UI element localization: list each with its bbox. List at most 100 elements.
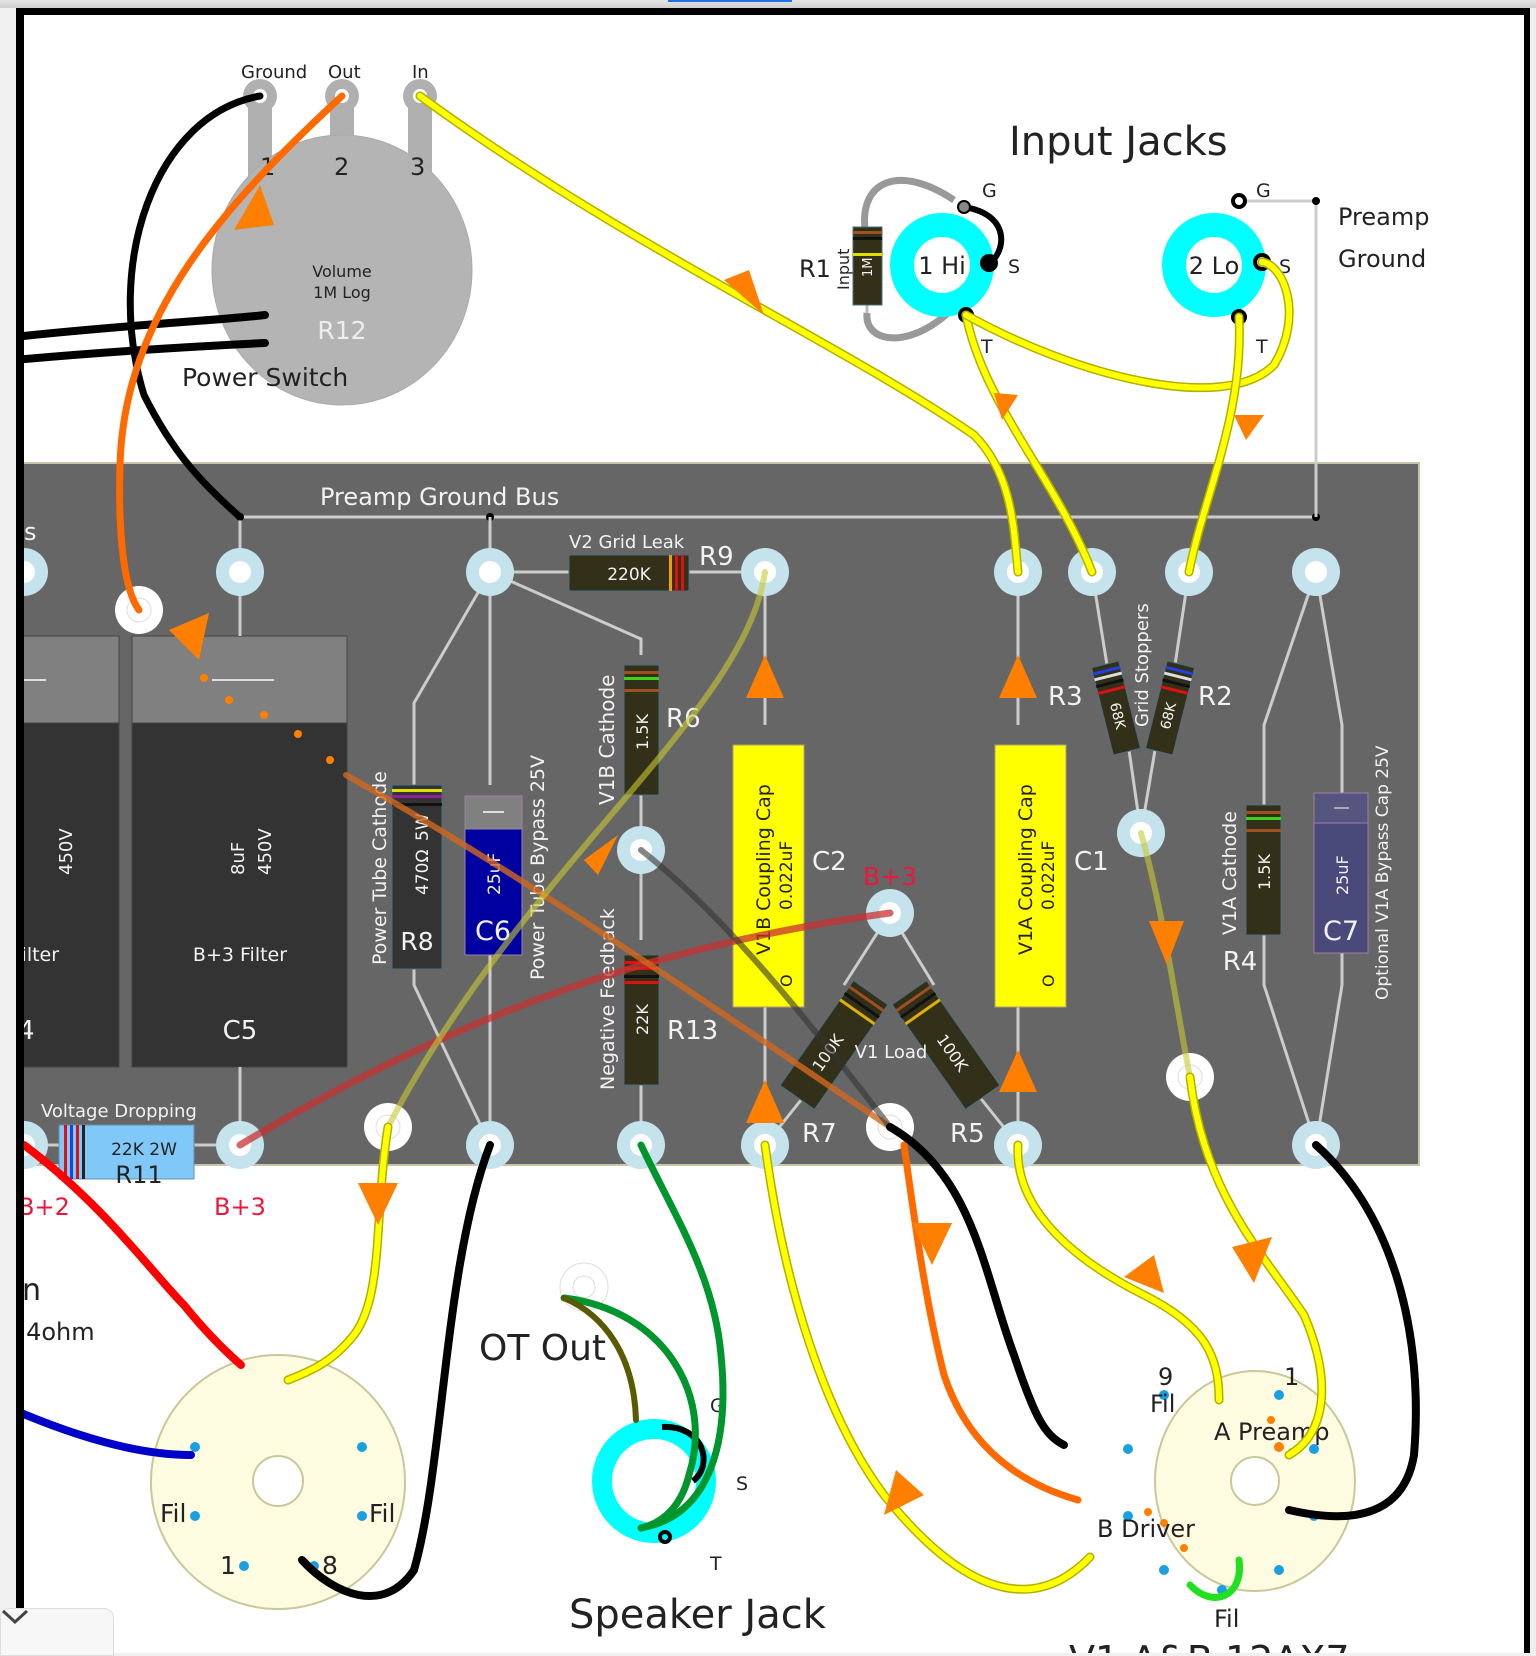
v1-load-label: V1 Load (855, 1042, 928, 1063)
svg-text:R12: R12 (317, 316, 366, 345)
arrow-icon (746, 655, 784, 698)
arrow-icon (584, 835, 618, 875)
resistor-r8: 5W 470Ω R8 Power Tube Cathode (369, 771, 443, 970)
arrow-icon (169, 613, 209, 660)
bus-label: Preamp Ground Bus (320, 483, 559, 511)
input-jacks-title: Input Jacks (1009, 119, 1228, 165)
svg-text:Filter: Filter (24, 944, 59, 966)
wire-black (24, 339, 269, 364)
svg-text:V1 A&B 12AX7: V1 A&B 12AX7 (1069, 1638, 1350, 1653)
arrow-icon (999, 655, 1037, 698)
svg-text:G: G (1256, 180, 1271, 202)
svg-text:0.022uF: 0.022uF (1039, 841, 1059, 910)
svg-text:R9: R9 (699, 542, 734, 572)
arrow-icon (1124, 1255, 1164, 1293)
svg-text:C2: C2 (812, 847, 847, 877)
svg-text:1: 1 (1284, 1363, 1299, 1391)
arrow-icon (1234, 415, 1264, 440)
svg-text:C5: C5 (223, 1016, 258, 1046)
b2-label: B+2 (24, 1193, 70, 1221)
svg-text:Fil: Fil (369, 1499, 395, 1528)
wire-black (1285, 1141, 1420, 1521)
svg-text:Optional V1A Bypass Cap 25V: Optional V1A Bypass Cap 25V (1373, 745, 1393, 1000)
wire-gnd-trace (638, 847, 893, 1130)
left-edge-label: s (24, 518, 37, 546)
svg-text:V1B Cathode: V1B Cathode (595, 675, 619, 805)
arrow-icon (358, 1183, 398, 1225)
wire-green-fil (1186, 1556, 1244, 1601)
filter-cap-c5: 8uF 450V B+3 Filter C5 (131, 635, 348, 1068)
browser-top-bar (0, 0, 1536, 8)
preamp-ground-label: Preamp (1338, 203, 1429, 231)
svg-text:T: T (1255, 336, 1268, 358)
svg-text:9: 9 (1158, 1363, 1173, 1391)
arrow-icon (994, 393, 1018, 420)
wire-red (24, 1141, 245, 1369)
input-jack-1: 1M Input R1 1 Hi G S T (799, 176, 1020, 358)
svg-text:S: S (1008, 256, 1020, 278)
scroll-down-button[interactable] (0, 1608, 114, 1656)
svg-text:G: G (982, 180, 997, 202)
svg-text:2 Lo: 2 Lo (1189, 252, 1240, 280)
wire-b3-trace (236, 909, 894, 1149)
svg-text:8uF: 8uF (228, 842, 249, 875)
wire-blue (24, 1409, 195, 1459)
coupling-cap-c1: V1A Coupling Cap 0.022uF O C1 (994, 744, 1109, 1008)
arrow-icon (1232, 1237, 1272, 1283)
wire-black (126, 92, 264, 521)
r2-ref: R2 (1198, 682, 1233, 712)
wire-grid-trace (385, 569, 768, 1130)
svg-text:450V: 450V (255, 828, 276, 875)
svg-text:Power Switch: Power Switch (182, 363, 348, 392)
layout-svg: Preamp Ground Bus s 450V Filter 4 8uF 45… (24, 62, 1429, 1653)
svg-text:22K: 22K (633, 1004, 652, 1035)
arrow-icon (912, 1223, 952, 1265)
svg-text:Voltage Dropping: Voltage Dropping (41, 1101, 197, 1122)
arrow-icon (999, 1050, 1037, 1092)
v1-socket: 9 1 Fil A Preamp B Driver Fil V1 A&B 12A… (1069, 1363, 1356, 1653)
svg-text:Power Tube Bypass 25V: Power Tube Bypass 25V (527, 755, 549, 980)
svg-text:R11: R11 (115, 1161, 162, 1189)
svg-text:1: 1 (220, 1551, 236, 1580)
svg-text:Out: Out (328, 62, 361, 83)
r3-ref: R3 (1048, 682, 1083, 712)
svg-text:Negative Feedback: Negative Feedback (597, 908, 619, 1090)
wire-black (24, 311, 269, 340)
ground-dots (200, 674, 334, 764)
svg-text:B+3 Filter: B+3 Filter (193, 944, 287, 966)
svg-text:1 Hi: 1 Hi (918, 252, 966, 280)
partial-label: :4ohm (24, 1318, 95, 1346)
svg-text:1.5K: 1.5K (1255, 854, 1274, 890)
resistor-r7: 100K (779, 979, 889, 1111)
wire-green (637, 1141, 727, 1532)
svg-text:R8: R8 (400, 927, 433, 956)
arrow-icon (1149, 921, 1184, 965)
svg-text:OT Out: OT Out (479, 1328, 606, 1369)
svg-text:Ground: Ground (241, 62, 307, 83)
volume-pot: Ground Out In 1 2 3 Volume 1M Log R12 Po… (182, 62, 473, 406)
direction-arrows (169, 185, 1272, 1515)
svg-text:0.022uF: 0.022uF (777, 841, 797, 910)
svg-text:25uF: 25uF (1333, 855, 1352, 895)
resistor-r9: 220K V2 Grid Leak R9 (568, 532, 734, 592)
resistor-r4: 1.5K V1A Cathode R4 (1219, 804, 1282, 977)
resistor-r11: 22K 2W R11 Voltage Dropping (41, 1101, 197, 1189)
svg-text:V1A Cathode: V1A Cathode (1219, 811, 1241, 935)
svg-text:In: In (412, 62, 429, 83)
wire-green (560, 1294, 699, 1532)
svg-text:1M: 1M (861, 258, 876, 278)
svg-text:C7: C7 (1323, 916, 1359, 947)
svg-text:Input: Input (834, 249, 853, 290)
svg-text:V1A Coupling Cap: V1A Coupling Cap (1015, 784, 1037, 955)
resistor-r5: 100K (891, 979, 1001, 1111)
arrow-icon (724, 270, 764, 315)
svg-text:3: 3 (410, 153, 425, 181)
svg-text:450V: 450V (56, 828, 77, 875)
filter-cap-c4: 450V Filter 4 (24, 635, 120, 1068)
cap-c7: 25uF C7 Optional V1A Bypass Cap 25V (1313, 745, 1393, 1000)
svg-text:O: O (1039, 974, 1058, 987)
coupling-cap-c2: V1B Coupling Cap 0.022uF O C2 (732, 744, 847, 1008)
preamp-ground-node (1312, 197, 1320, 205)
svg-text:V2 Grid Leak: V2 Grid Leak (569, 532, 685, 553)
layout-diagram: Preamp Ground Bus s 450V Filter 4 8uF 45… (24, 15, 1524, 1653)
